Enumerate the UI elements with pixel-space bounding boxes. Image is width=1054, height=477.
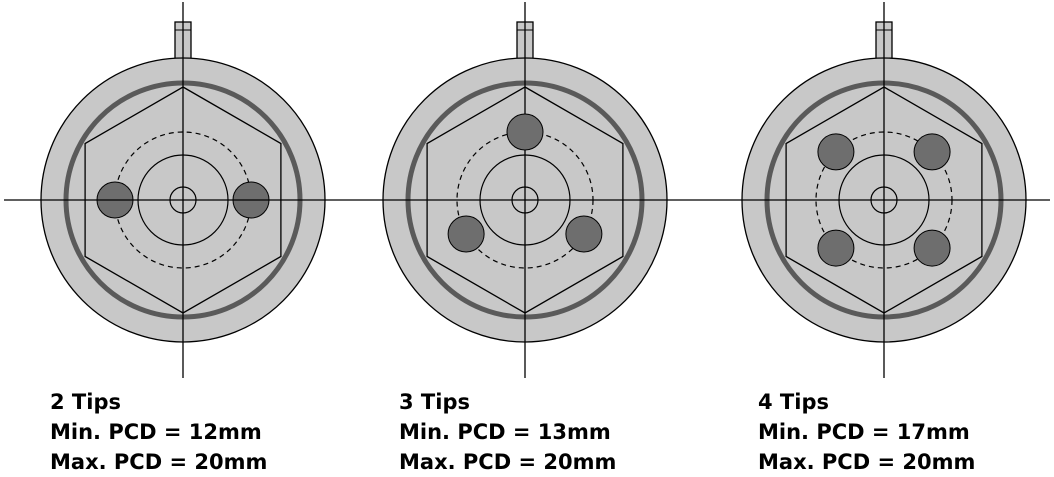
tip-holder-4 bbox=[741, 2, 1027, 378]
tip bbox=[447, 215, 485, 253]
tip bbox=[817, 229, 855, 267]
tip bbox=[913, 229, 951, 267]
caption-min-pcd: Min. PCD = 12mm bbox=[50, 420, 262, 444]
caption-min-pcd: Min. PCD = 13mm bbox=[399, 420, 611, 444]
pcd-tip-diagrams bbox=[4, 2, 1050, 378]
caption-title: 3 Tips bbox=[399, 390, 470, 414]
caption-title: 4 Tips bbox=[758, 390, 829, 414]
caption-max-pcd: Max. PCD = 20mm bbox=[50, 450, 268, 474]
caption-max-pcd: Max. PCD = 20mm bbox=[758, 450, 976, 474]
tip-holder-3 bbox=[382, 2, 668, 378]
tip-holder-2 bbox=[40, 2, 326, 378]
tip bbox=[506, 113, 544, 151]
caption-2-tips: 2 Tips Min. PCD = 12mm Max. PCD = 20mm bbox=[50, 387, 267, 477]
caption-max-pcd: Max. PCD = 20mm bbox=[399, 450, 617, 474]
caption-title: 2 Tips bbox=[50, 390, 121, 414]
caption-4-tips: 4 Tips Min. PCD = 17mm Max. PCD = 20mm bbox=[758, 387, 975, 477]
tip bbox=[817, 133, 855, 171]
tip bbox=[913, 133, 951, 171]
tip bbox=[565, 215, 603, 253]
caption-3-tips: 3 Tips Min. PCD = 13mm Max. PCD = 20mm bbox=[399, 387, 616, 477]
caption-min-pcd: Min. PCD = 17mm bbox=[758, 420, 970, 444]
